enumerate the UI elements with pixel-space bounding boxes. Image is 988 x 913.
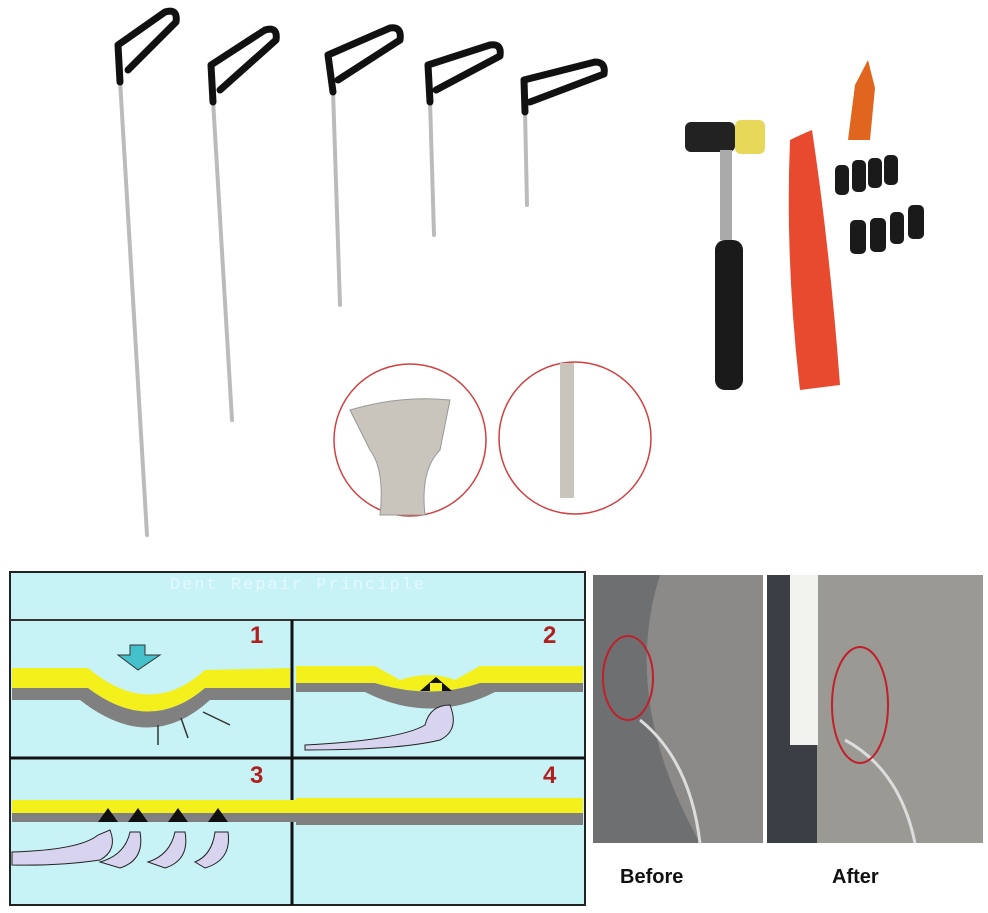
before-label: Before [620,866,684,888]
rod-tip-closeup-2 [498,361,652,515]
rod-tip-closeup-1 [333,363,487,517]
rod-3 [324,24,404,307]
rod-2 [207,25,280,422]
step-number-3: 3 [250,762,264,789]
step-number-4: 4 [543,762,557,789]
rod-1 [114,7,180,537]
after-label: After [832,866,879,888]
after-photo [767,575,983,844]
rod-4 [424,41,504,237]
push-arrows [98,808,228,822]
dent-repair-diagram [9,571,586,906]
repair-rods [114,7,608,537]
diagram-title: Dent Repair Principle [169,576,427,595]
step-number-1: 1 [250,622,264,649]
step-number-2: 2 [543,622,557,649]
rod-5 [520,58,608,207]
knockdown-tips-icon [835,60,924,254]
wedge-icon [788,130,840,390]
before-photo [593,575,763,844]
hammer-icon [685,120,765,390]
